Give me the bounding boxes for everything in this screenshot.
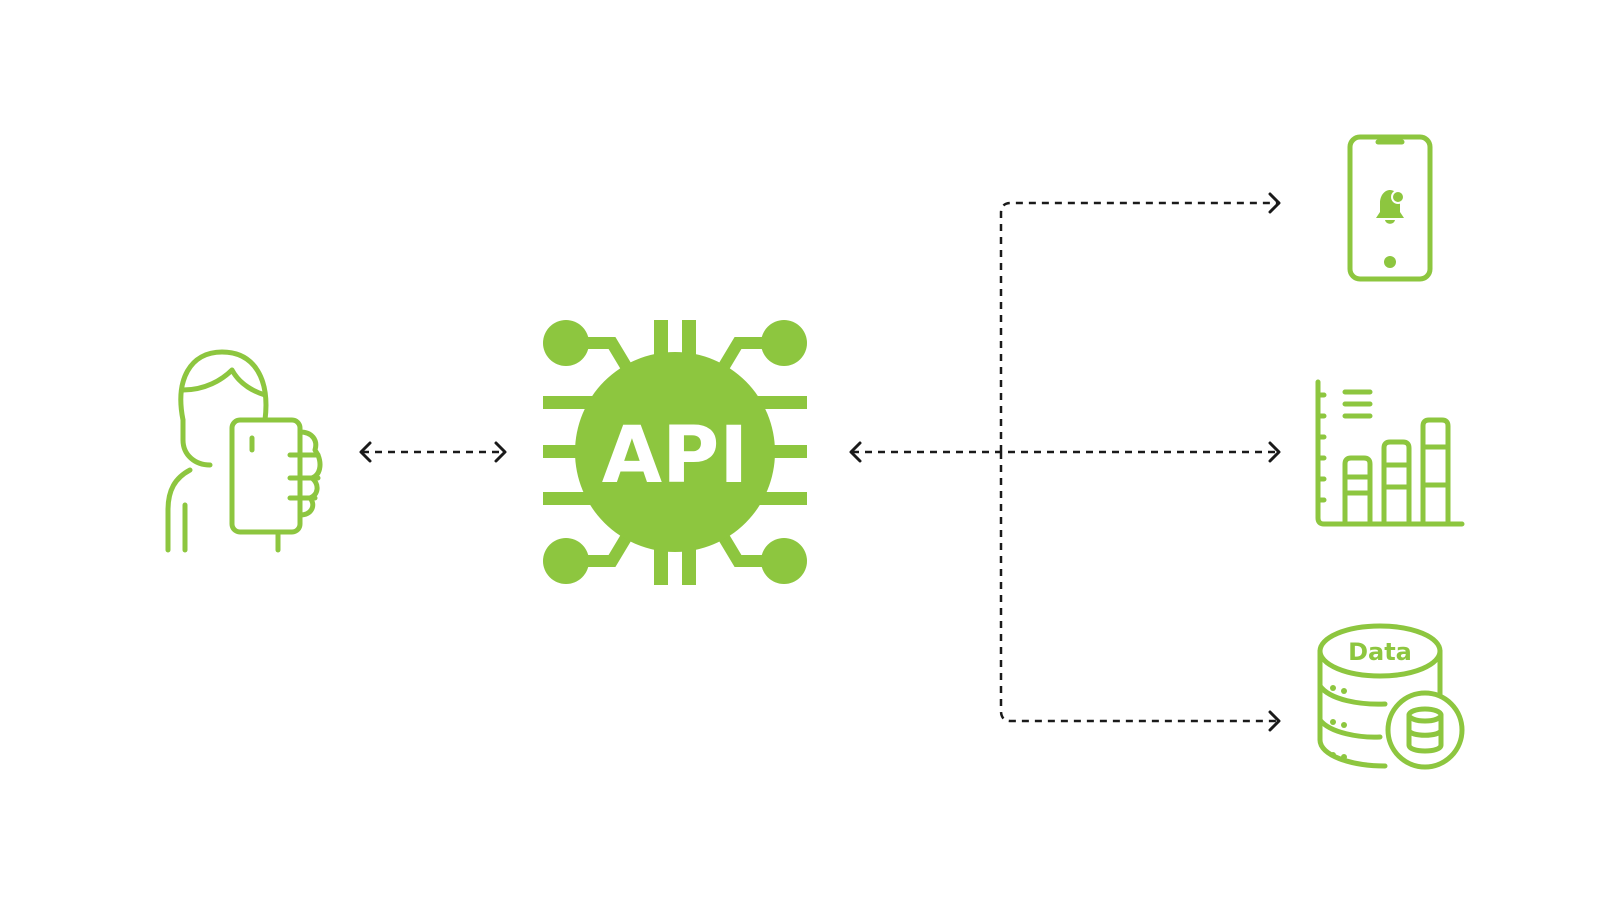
bar-chart-icon <box>1315 379 1465 527</box>
phone-notification-icon <box>1347 134 1433 282</box>
api-chip-icon: API <box>543 320 807 585</box>
person-with-phone-icon <box>165 349 323 553</box>
database-icon: Data <box>1317 623 1465 770</box>
database-label: Data <box>1348 638 1412 666</box>
api-label: API <box>602 411 749 501</box>
user-api-connector <box>359 441 507 463</box>
api-services-connector <box>849 192 1281 732</box>
